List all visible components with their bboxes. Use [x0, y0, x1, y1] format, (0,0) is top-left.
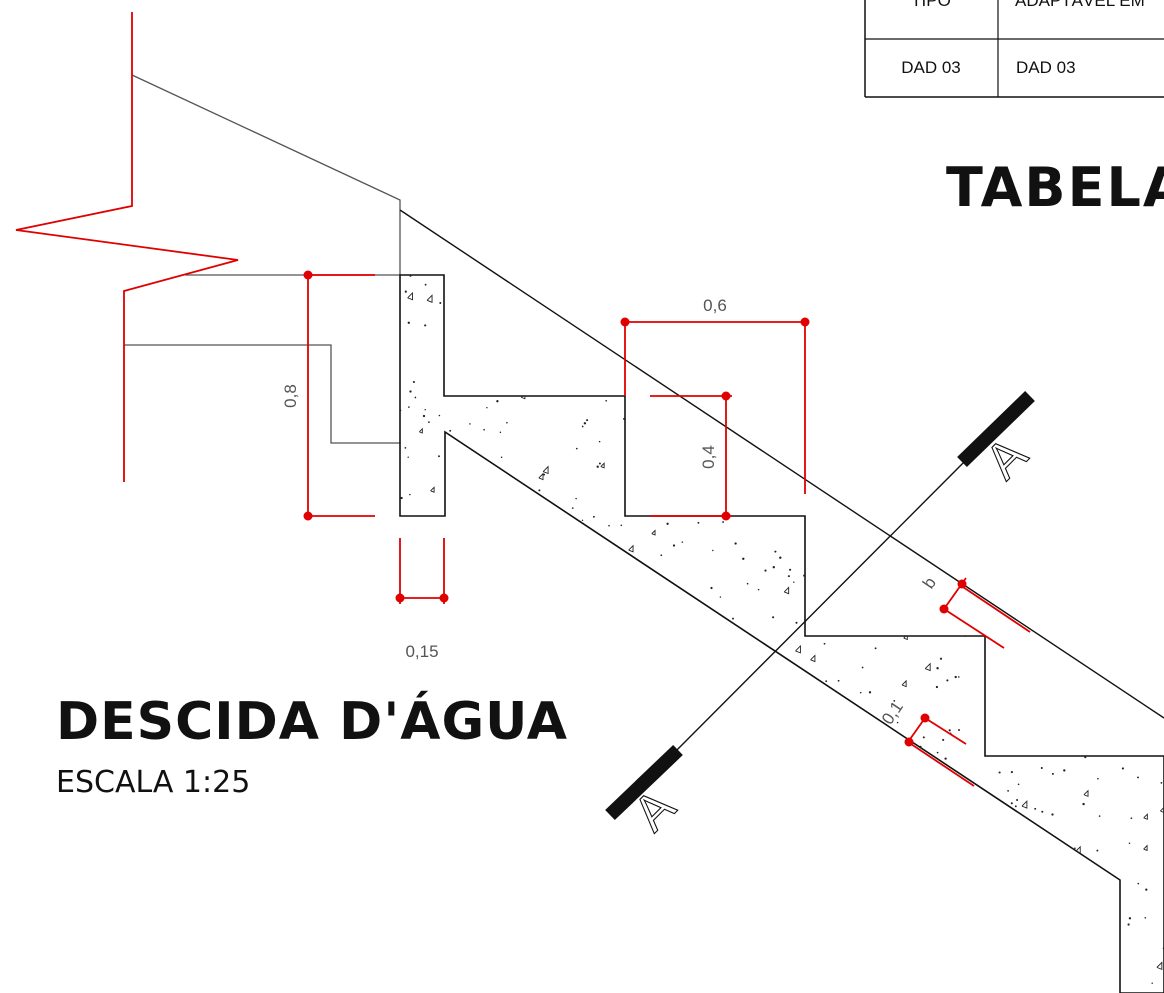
break-line: [15, 12, 239, 482]
ground-slope-line: [131, 74, 401, 275]
table-heading: TABELA: [946, 156, 1164, 219]
dim-label-b: b: [919, 574, 940, 592]
dim-dot: [620, 317, 630, 327]
drawing-title: DESCIDA D'ÁGUA: [56, 691, 568, 752]
section-marker-bar-top: [957, 390, 1035, 468]
dim-label-step-height: 0,4: [699, 445, 718, 469]
dim-dot: [721, 391, 731, 401]
dim-ext-line: [959, 584, 1031, 633]
table-cell: TIPO: [911, 0, 951, 10]
section-line: [644, 429, 997, 783]
dim-dot: [904, 737, 914, 747]
dim-ext-line: [943, 608, 1005, 649]
table: TIPO ADAPTÁVEL EM DAD 03 DAD 03: [864, 0, 1164, 98]
dim-dot: [395, 593, 405, 603]
dim-label-step-length: 0,6: [703, 296, 727, 315]
dim-dot: [957, 579, 967, 589]
concrete-structure: [399, 274, 1164, 993]
ground-line-lower: [124, 344, 400, 444]
dim-label-width-wall: 0,15: [405, 642, 438, 661]
dim-dot: [303, 511, 313, 521]
drawing-scale: ESCALA 1:25: [56, 765, 250, 800]
dim-dot: [721, 511, 731, 521]
table-cell: ADAPTÁVEL EM: [1015, 0, 1145, 10]
table-cell: DAD 03: [901, 58, 961, 77]
table-cell: DAD 03: [1016, 58, 1076, 77]
concrete-outline: [399, 274, 1164, 993]
ground-lines: [124, 74, 401, 444]
dimension-dots: [303, 270, 967, 747]
dimensions: [307, 274, 1031, 787]
dim-ext-line: [907, 741, 975, 787]
dim-dot: [800, 317, 810, 327]
dim-dot: [439, 593, 449, 603]
section-marker-bar-bottom: [605, 744, 683, 821]
dim-dot: [939, 604, 949, 614]
dim-label-height-wall: 0,8: [281, 384, 300, 408]
dim-ext-line: [924, 717, 967, 745]
dim-dot: [303, 270, 313, 280]
water-surface-line: [399, 209, 1164, 719]
dim-dot: [920, 713, 930, 723]
